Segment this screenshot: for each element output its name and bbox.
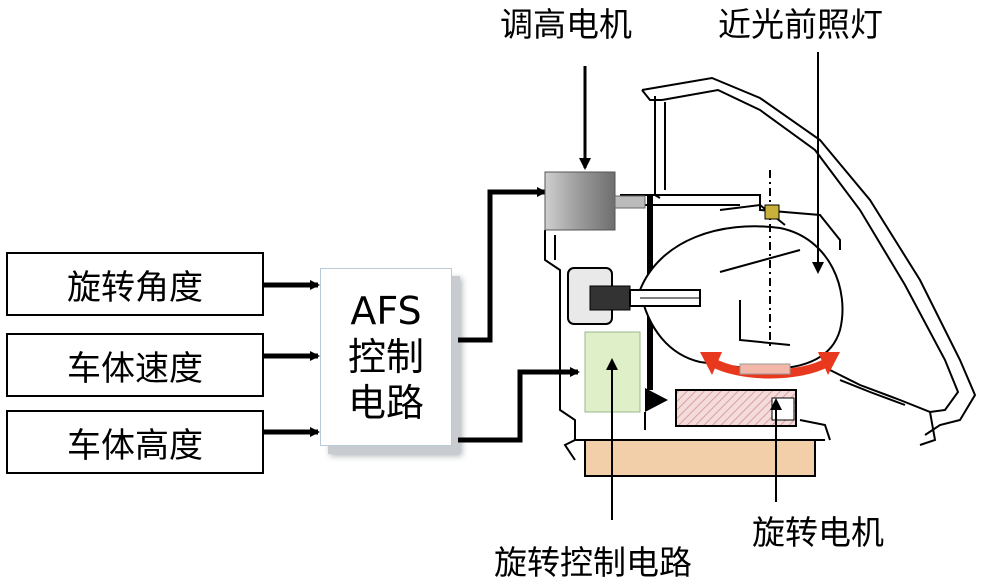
afs-line2: 控制 bbox=[347, 335, 424, 379]
input-body-speed-label: 车体速度 bbox=[67, 348, 203, 389]
motor-base-plate bbox=[584, 439, 816, 477]
input-arrows bbox=[264, 280, 320, 437]
arrow-to-leveling-motor bbox=[458, 187, 547, 343]
label-swivel-control-circuit: 旋转控制电路 bbox=[494, 543, 692, 582]
arrow-to-swivel-control bbox=[458, 367, 580, 443]
input-rotation-angle: 旋转角度 bbox=[6, 252, 264, 316]
leveling-motor-shaft bbox=[614, 195, 646, 209]
reflector bbox=[638, 203, 844, 371]
input-body-height: 车体高度 bbox=[6, 410, 264, 474]
input-rotation-angle-label: 旋转角度 bbox=[67, 267, 203, 308]
label-leveling-motor: 调高电机 bbox=[500, 5, 632, 44]
afs-line1: AFS bbox=[350, 289, 422, 333]
afs-line3: 电路 bbox=[347, 381, 424, 425]
input-body-height-label: 车体高度 bbox=[67, 425, 203, 466]
input-body-speed: 车体速度 bbox=[6, 333, 264, 397]
afs-control-circuit: AFS 控制 电路 bbox=[320, 268, 452, 446]
label-pointers bbox=[579, 52, 824, 520]
output-arrows bbox=[458, 187, 580, 443]
label-swivel-motor: 旋转电机 bbox=[752, 513, 884, 552]
board-to-motor-arrow bbox=[645, 388, 668, 412]
label-low-beam: 近光前照灯 bbox=[718, 5, 883, 44]
bulb-clip bbox=[764, 204, 780, 220]
swivel-direction-arrow bbox=[700, 352, 840, 379]
headlamp-housing bbox=[544, 76, 977, 461]
bulb-socket bbox=[567, 267, 701, 325]
leveling-motor bbox=[544, 171, 616, 231]
